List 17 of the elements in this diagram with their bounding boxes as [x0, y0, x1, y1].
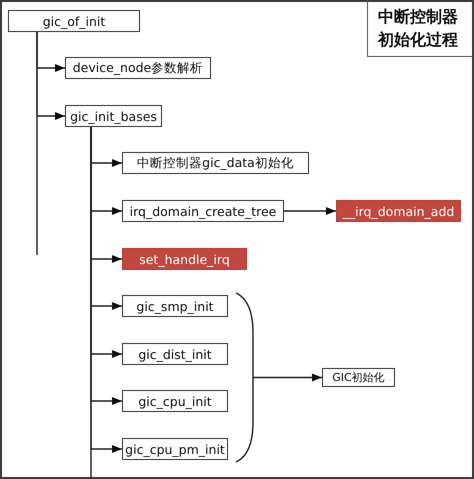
function-box: set_handle_irq	[122, 248, 247, 270]
brace	[236, 292, 254, 463]
function-box: GIC初始化	[322, 368, 395, 387]
function-box: gic_cpu_init	[122, 390, 228, 412]
function-box: irq_domain_create_tree	[122, 200, 284, 222]
function-box: gic_dist_init	[122, 343, 228, 365]
function-box: gic_init_bases	[65, 105, 162, 127]
function-box: __irq_domain_add	[336, 200, 461, 222]
arrow	[36, 32, 65, 120]
arrow	[284, 207, 336, 215]
title: 中断控制器初始化过程	[367, 0, 472, 57]
function-box: gic_smp_init	[122, 295, 228, 317]
function-box: gic_cpu_pm_init	[122, 438, 228, 460]
arrow	[253, 374, 322, 382]
function-box: device_node参数解析	[65, 57, 211, 79]
function-box: gic_of_init	[8, 10, 140, 32]
function-box: 中断控制器gic_data初始化	[122, 152, 309, 174]
